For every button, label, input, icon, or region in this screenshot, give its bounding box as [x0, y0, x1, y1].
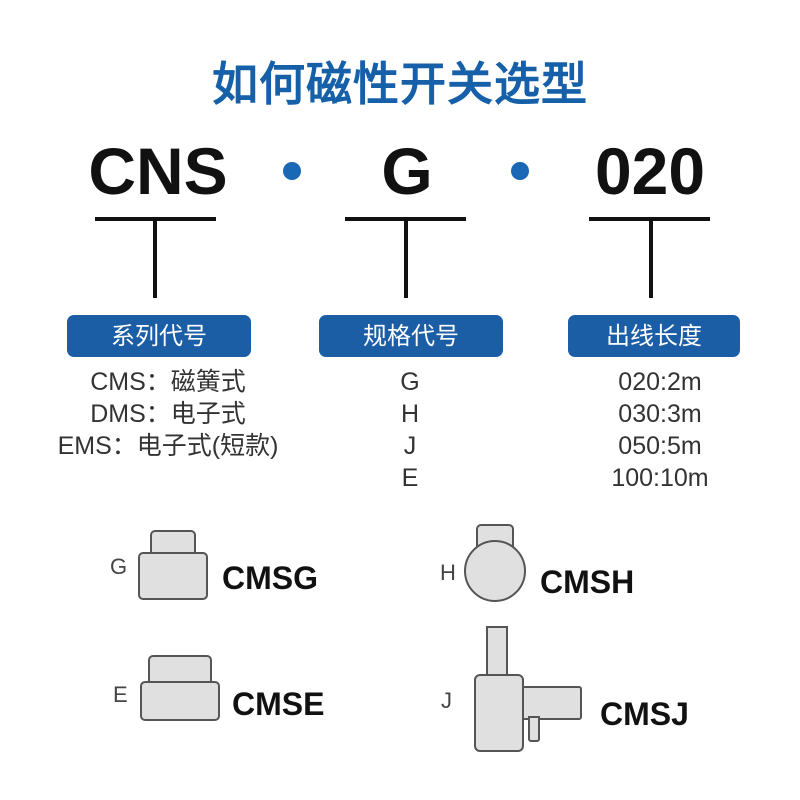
spec-options-list: G H J E: [370, 366, 450, 494]
length-connector: [649, 219, 653, 298]
list-item: 020:2m: [618, 368, 702, 396]
list-item: 030:3m: [618, 400, 702, 428]
cmsh-sensor-icon: [464, 524, 528, 602]
list-item: CMS：磁簧式: [90, 368, 246, 396]
list-item: 100:10m: [611, 464, 709, 492]
series-connector: [153, 219, 157, 298]
series-code: CNS: [88, 134, 228, 208]
page-title: 如何磁性开关选型: [212, 57, 588, 111]
spec-tag: 规格代号: [319, 315, 503, 357]
diagram-model: CMSE: [232, 686, 325, 722]
diagram-model: CMSH: [540, 564, 635, 600]
diagram-letter: H: [440, 560, 456, 585]
series-options-list: CMS：磁簧式 DMS：电子式 EMS：电子式(短款): [38, 366, 298, 462]
spec-connector: [404, 219, 408, 298]
cmse-sensor-icon: [140, 655, 220, 721]
list-item: J: [403, 432, 417, 460]
diagram-letter: E: [113, 682, 128, 707]
list-item: E: [401, 464, 419, 492]
diagram-model: CMSG: [222, 560, 318, 596]
list-item: DMS：电子式: [90, 400, 246, 428]
cmsg-sensor-icon: [138, 530, 208, 600]
spec-code: G: [381, 134, 433, 208]
diagram-letter: G: [110, 554, 128, 579]
length-code: 020: [594, 134, 706, 208]
length-tag: 出线长度: [568, 315, 740, 357]
list-item: H: [400, 400, 420, 428]
diagram-letter: J: [441, 688, 452, 713]
separator-dot: [511, 162, 529, 180]
cmsj-sensor-icon: [470, 626, 586, 752]
list-item: EMS：电子式(短款): [57, 432, 279, 460]
list-item: 050:5m: [618, 432, 702, 460]
list-item: G: [400, 368, 420, 396]
length-options-list: 020:2m 030:3m 050:5m 100:10m: [590, 366, 730, 494]
diagram-model: CMSJ: [600, 696, 689, 732]
separator-dot: [283, 162, 301, 180]
series-tag: 系列代号: [67, 315, 251, 357]
